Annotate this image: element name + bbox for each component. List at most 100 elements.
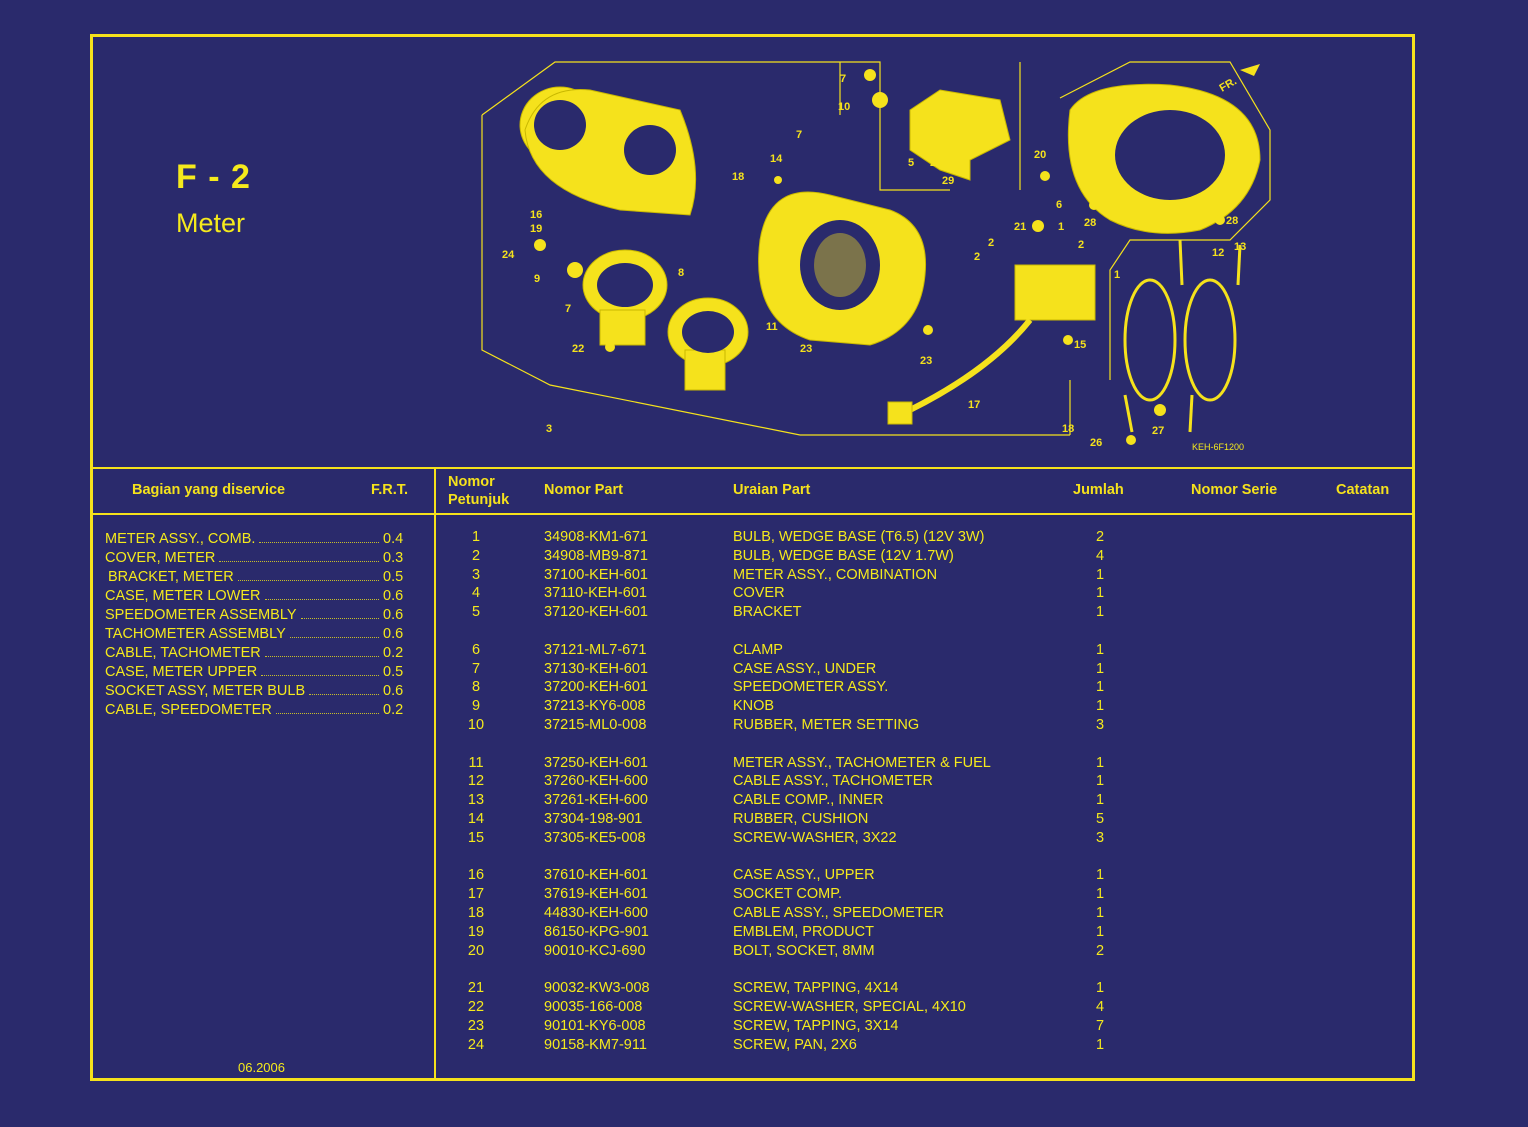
part-number: 37200-KEH-601 (544, 679, 648, 696)
part-ref: 20 (467, 942, 485, 959)
part-ref: 24 (467, 1036, 485, 1053)
part-number: 90035-166-008 (544, 999, 643, 1015)
header-part-no: Nomor Part (544, 482, 623, 498)
callout-label: 24 (502, 249, 515, 261)
part-ref: 10 (467, 717, 485, 733)
part-description: BULB, WEDGE BASE (12V 1.7W) (733, 547, 954, 564)
callout-label: 17 (968, 399, 980, 411)
part-ref: 4 (471, 585, 481, 602)
part-description: COVER (733, 585, 785, 602)
part-qty: 1 (1095, 679, 1105, 696)
part-number: 44830-KEH-600 (544, 905, 648, 921)
part-qty: 3 (1095, 717, 1105, 733)
callout-label: 21 (1014, 221, 1026, 233)
part-qty: 1 (1095, 1036, 1105, 1053)
callout-label: 7 (796, 129, 802, 141)
part-number: 37619-KEH-601 (544, 886, 648, 903)
header-qty: Jumlah (1073, 482, 1124, 498)
part-ref: 13 (467, 792, 485, 809)
part-qty: 1 (1095, 604, 1105, 621)
part-description: METER ASSY., TACHOMETER & FUEL (733, 754, 991, 771)
part-number: 37305-KE5-008 (544, 829, 646, 846)
part-ref: 21 (467, 980, 485, 997)
callout-label: 28 (1226, 215, 1238, 227)
callout-label: 4 (1246, 141, 1253, 153)
part-description: RUBBER, CUSHION (733, 811, 869, 827)
callout-label: 18 (1062, 423, 1074, 435)
part-qty: 1 (1095, 641, 1105, 658)
callout-label: 1 (1058, 221, 1064, 233)
part-qty: 1 (1095, 773, 1105, 790)
part-qty: 2 (1095, 529, 1105, 545)
callout-label: 12 (1212, 247, 1224, 259)
part-ref: 23 (467, 1017, 485, 1034)
callout-label: 10 (838, 101, 850, 113)
callout-label: 20 (1034, 149, 1046, 161)
part-qty: 1 (1095, 867, 1105, 884)
diagram-divider (90, 467, 1415, 469)
part-description: CASE ASSY., UNDER (733, 660, 877, 677)
part-qty: 4 (1095, 999, 1105, 1015)
part-ref: 6 (471, 641, 481, 658)
part-number: 86150-KPG-901 (544, 923, 649, 940)
part-ref: 1 (471, 529, 481, 545)
part-description: SCREW, TAPPING, 3X14 (733, 1017, 899, 1034)
header-serial: Nomor Serie (1191, 482, 1278, 498)
part-description: SOCKET COMP. (733, 886, 843, 903)
part-ref: 5 (471, 604, 481, 621)
part-number: 37121-ML7-671 (544, 641, 647, 658)
part-number: 37250-KEH-601 (544, 754, 648, 771)
part-description: RUBBER, METER SETTING (733, 717, 920, 733)
header-divider (90, 513, 1415, 515)
part-description: METER ASSY., COMBINATION (733, 566, 938, 583)
part-qty: 1 (1095, 980, 1105, 997)
part-description: SCREW-WASHER, 3X22 (733, 829, 897, 846)
part-qty: 3 (1095, 829, 1105, 846)
header-ref-1: Nomor (448, 474, 495, 490)
part-number: 90010-KCJ-690 (544, 942, 646, 959)
section-name: Meter (176, 208, 246, 238)
callout-label: 6 (1056, 199, 1062, 211)
callout-label: 26 (1090, 437, 1102, 449)
part-qty: 1 (1095, 792, 1105, 809)
callout-label: 3 (546, 423, 552, 435)
part-description: KNOB (733, 698, 775, 715)
callout-label: 2 (1078, 239, 1084, 251)
part-description: CABLE COMP., INNER (733, 792, 884, 809)
part-description: CLAMP (733, 641, 783, 658)
part-qty: 7 (1095, 1017, 1105, 1034)
callout-label: 15 (1074, 339, 1086, 351)
part-number: 34908-MB9-871 (544, 547, 648, 564)
part-qty: 5 (1095, 811, 1105, 827)
callout-label: 14 (770, 153, 783, 165)
part-ref: 22 (467, 999, 485, 1015)
part-number: 37304-198-901 (544, 811, 643, 827)
part-ref: 7 (471, 660, 481, 677)
part-ref: 14 (467, 811, 485, 827)
header-service: Bagian yang diservice (132, 482, 286, 498)
part-ref: 11 (468, 754, 484, 771)
callout-label: 13 (1234, 241, 1246, 253)
part-ref: 2 (471, 547, 481, 564)
exploded-diagram: 7 10 7 14 18 16 19 24 9 7 8 11 22 23 23 … (481, 61, 1271, 449)
part-number: 90032-KW3-008 (544, 980, 650, 997)
part-description: CASE ASSY., UPPER (733, 867, 875, 884)
callout-label: 22 (572, 343, 584, 355)
part-description: BOLT, SOCKET, 8MM (733, 942, 875, 959)
part-number: 37120-KEH-601 (544, 604, 648, 621)
part-number: 37610-KEH-601 (544, 867, 648, 884)
part-qty: 1 (1095, 905, 1105, 921)
part-qty: 1 (1095, 566, 1105, 583)
column-divider (434, 467, 436, 1081)
part-number: 37130-KEH-601 (544, 660, 648, 677)
part-ref: 15 (467, 829, 485, 846)
callout-label: 19 (530, 223, 542, 235)
part-description: CABLE ASSY., TACHOMETER (733, 773, 933, 790)
part-qty: 1 (1095, 923, 1105, 940)
callout-label: 18 (732, 171, 744, 183)
